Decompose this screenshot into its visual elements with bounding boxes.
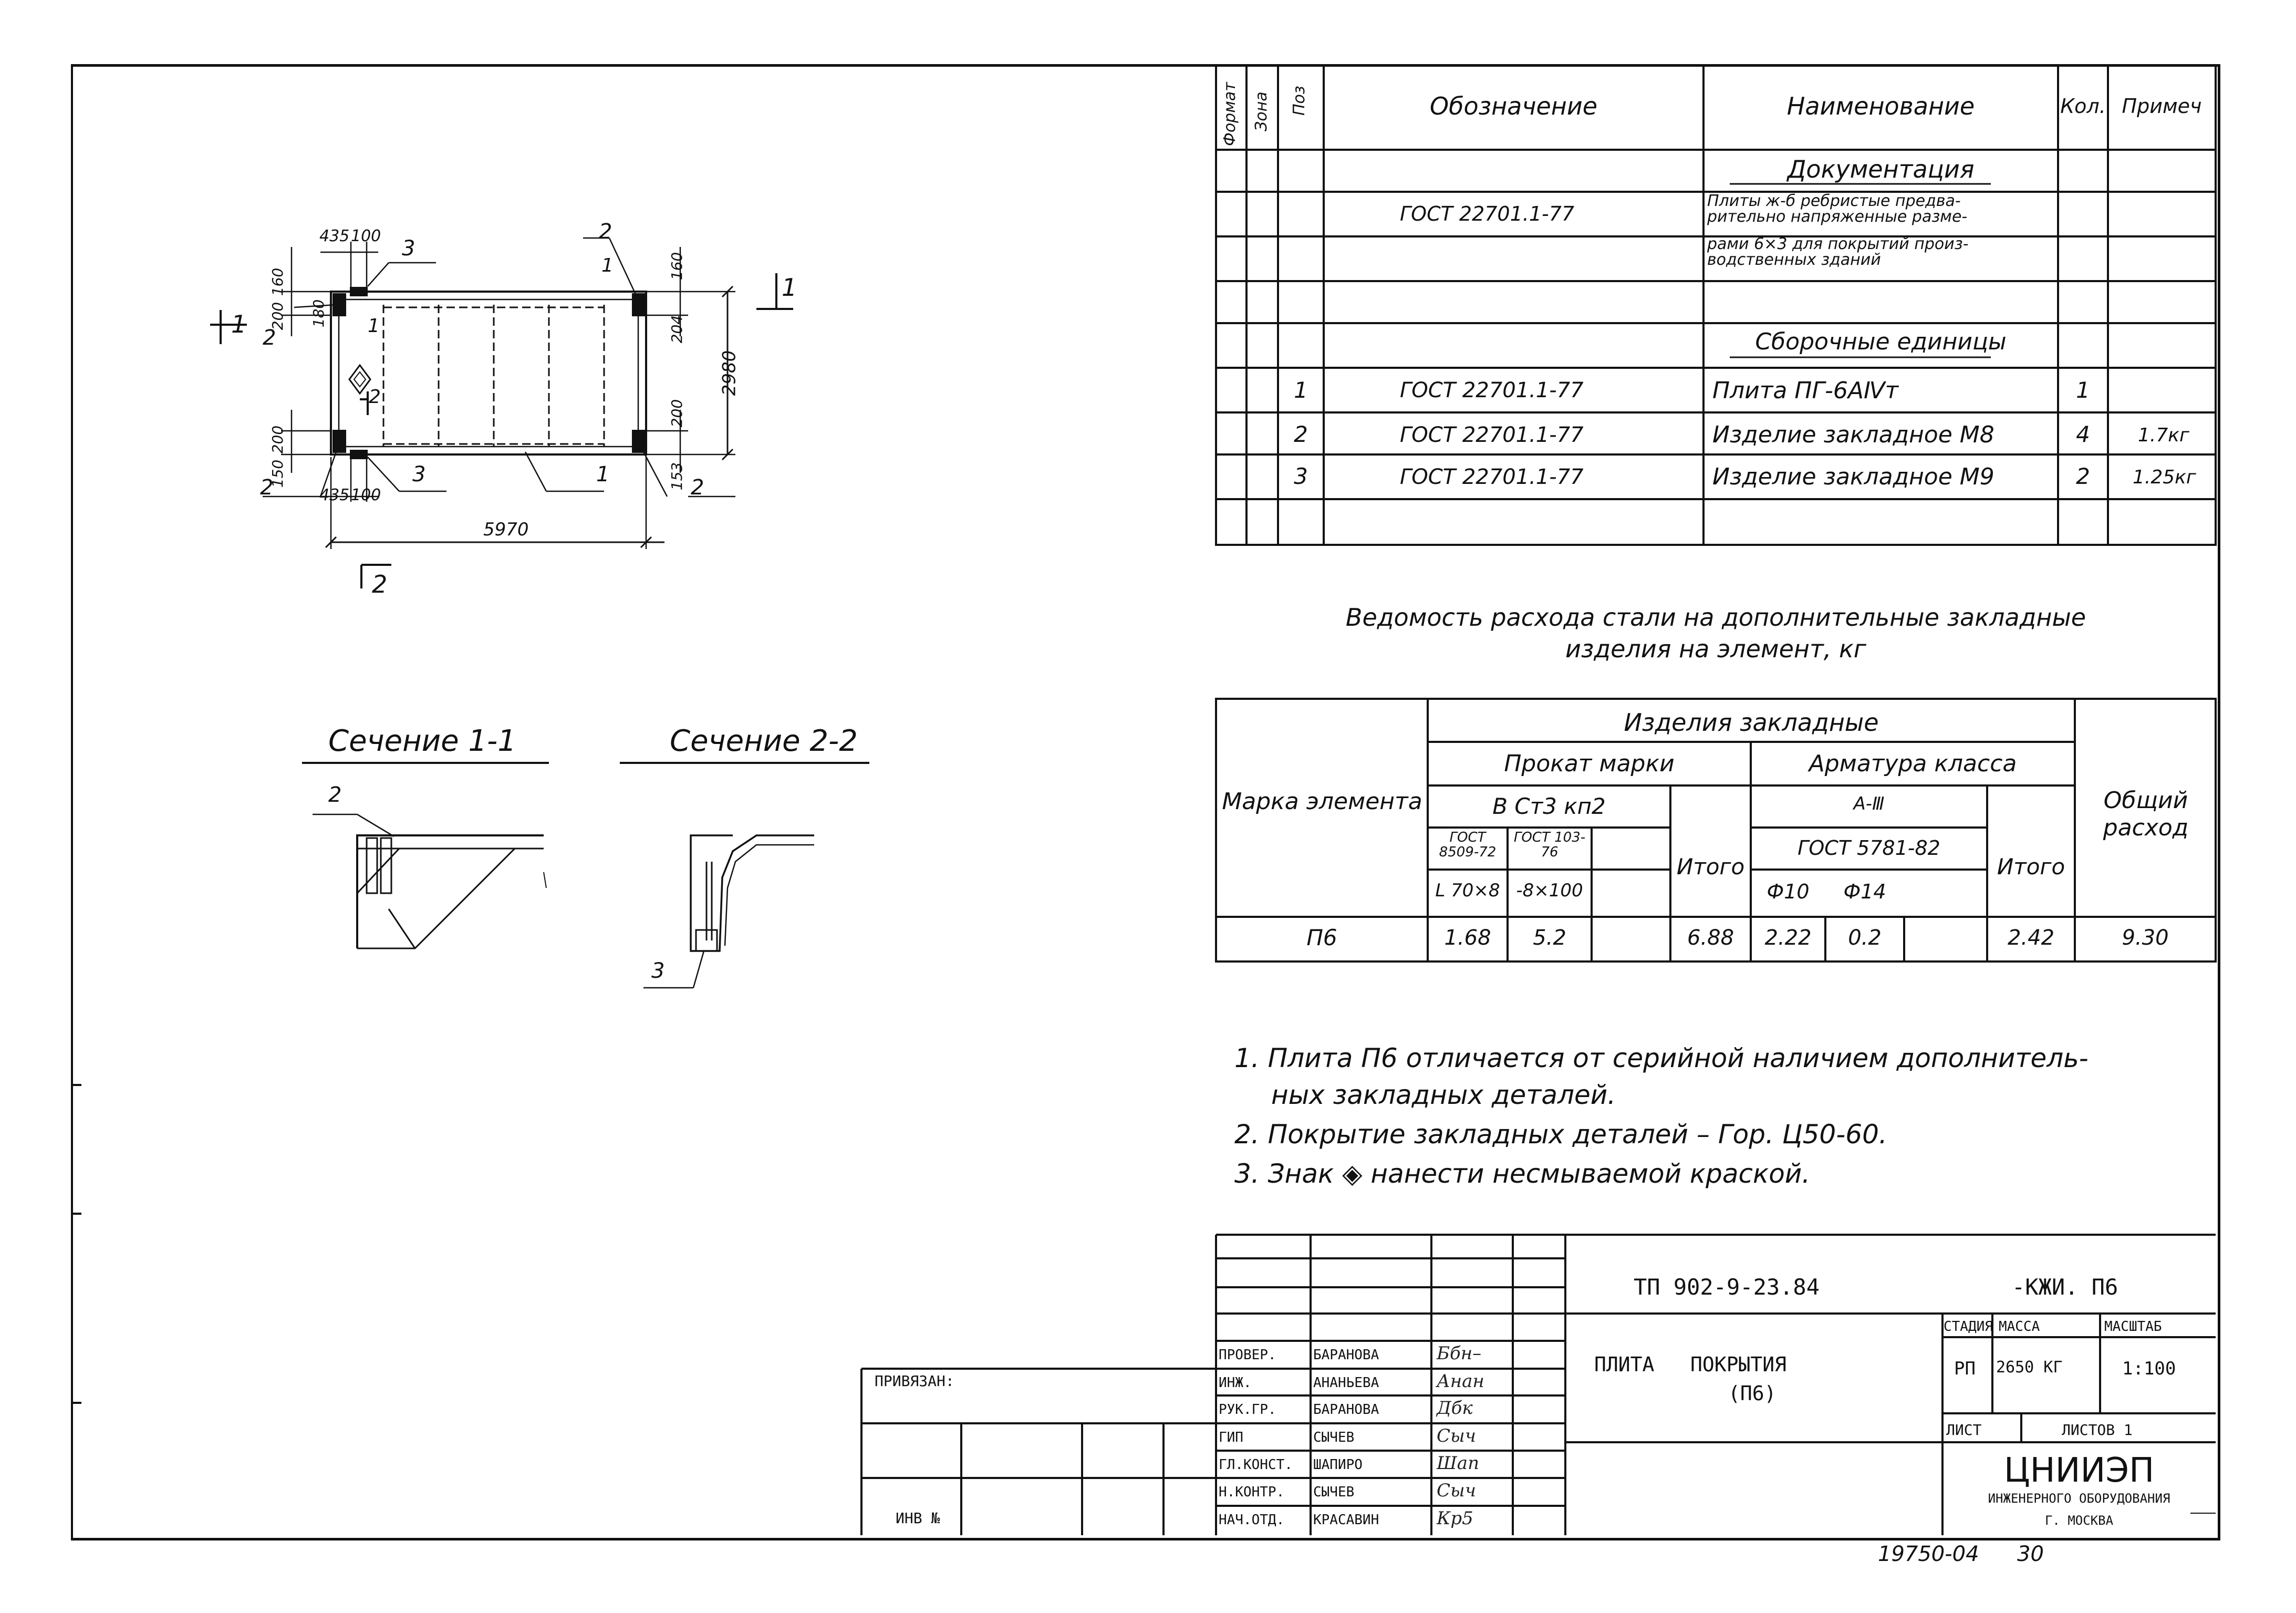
- section-2-title: Сечение 2-2: [670, 724, 858, 758]
- steel-header-d14: Ф14: [1843, 880, 1886, 903]
- steel-header-gost3: ГОСТ 5781-82: [1798, 836, 1940, 860]
- privyazan-label: ПРИВЯЗАН:: [875, 1372, 954, 1390]
- org-name: ЦНИИЭП: [2003, 1451, 2155, 1490]
- cut-2-label-top: 2: [369, 386, 381, 408]
- callout-1-right-top: 1: [601, 255, 614, 276]
- note-1-cont: ных закладных деталей.: [1271, 1080, 1616, 1110]
- dim-160-right: 160: [668, 252, 686, 281]
- steel-header-rebar: Арматура класса: [1809, 750, 2017, 777]
- drawing-frame: [71, 64, 2220, 1540]
- spec-header-note: Примеч: [2122, 95, 2202, 118]
- sheets-header: ЛИСТОВ 1: [2062, 1421, 2133, 1439]
- steel-header-d10: Ф10: [1767, 880, 1810, 903]
- steel-header-gost1: ГОСТ 8509-72: [1439, 830, 1497, 860]
- sheet-header: ЛИСТ: [1946, 1421, 1982, 1439]
- note-3: 3. Знак ◈ нанести несмываемой краской.: [1234, 1159, 1811, 1189]
- dim-200-right: 200: [668, 399, 686, 428]
- spec-header-zone: Зона: [1252, 91, 1271, 131]
- spec-section-assembly: Сборочные единицы: [1755, 328, 2007, 355]
- note-2: 2. Покрытие закладных деталей – Гор. Ц50…: [1234, 1119, 1887, 1150]
- dim-160-left: 160: [269, 267, 287, 296]
- dim-2980: 2980: [719, 350, 740, 396]
- steel-header-items: Изделия закладные: [1624, 708, 1879, 737]
- dim-100-bottom: 100: [351, 486, 381, 504]
- steel-header-l70: L 70×8: [1435, 880, 1500, 901]
- spec-section-docs: Документация: [1787, 155, 1975, 183]
- steel-header-subtotal-1: Итого: [1676, 854, 1745, 880]
- mass-header: МАССА: [1999, 1319, 2040, 1335]
- dim-200-left-bottom: 200: [269, 425, 287, 454]
- steel-header-class: А-Ⅲ: [1853, 793, 1885, 814]
- spec-header-name: Наименование: [1786, 92, 1975, 120]
- archive-number: 19750-04: [1878, 1542, 1979, 1566]
- callout-2-bottom-right: 2: [691, 475, 704, 500]
- note-1: 1. Плита П6 отличается от серийной налич…: [1234, 1043, 2089, 1073]
- dim-435-bottom: 435: [319, 486, 350, 504]
- scale-value: 1:100: [2122, 1358, 2176, 1379]
- steel-header-total: Общий расход: [2103, 787, 2189, 841]
- cut-1-label-left: 1: [231, 310, 247, 338]
- stage-value: РП: [1954, 1358, 1976, 1379]
- stage-header: СТАДИЯ: [1944, 1319, 1993, 1335]
- sheet-title-mark: (П6): [1728, 1382, 1776, 1405]
- dim-5970: 5970: [483, 519, 529, 540]
- org-subtitle: ИНЖЕНЕРНОГО ОБОРУДОВАНИЯ: [1988, 1491, 2170, 1506]
- steel-header-rolled: Прокат марки: [1504, 750, 1675, 777]
- spec-header-designation: Обозначение: [1429, 92, 1598, 120]
- callout-2-left: 2: [263, 326, 276, 350]
- dim-204-right: 204: [668, 315, 686, 344]
- steel-header-grade: В Ст3 кп2: [1492, 793, 1606, 819]
- spec-header-pos: Поз: [1290, 86, 1308, 116]
- steel-header-subtotal-2: Итого: [1997, 854, 2065, 880]
- dim-180: 180: [310, 299, 328, 328]
- callout-3-bottom: 3: [412, 462, 426, 487]
- section-2-callout: 3: [651, 959, 665, 983]
- spec-doc-designation: ГОСТ 22701.1-77: [1400, 202, 1575, 225]
- doc-suffix: -КЖИ. П6: [2012, 1274, 2118, 1300]
- spec-header-format: Формат: [1221, 82, 1239, 146]
- dim-100-top: 100: [351, 227, 381, 245]
- callout-3-top: 3: [402, 236, 415, 261]
- callout-2-top-right: 2: [599, 220, 612, 244]
- steel-title-line1: Ведомость расхода стали на дополнительны…: [1345, 603, 2086, 632]
- section-1-callout: 2: [328, 783, 342, 807]
- mass-value: 2650 КГ: [1996, 1358, 2063, 1377]
- cut-1-label-right: 1: [782, 273, 797, 302]
- steel-header-mark: Марка элемента: [1222, 788, 1422, 815]
- callout-1-left: 1: [368, 315, 380, 337]
- spec-header-qty: Кол.: [2060, 95, 2106, 118]
- sheet-title: ПЛИТА ПОКРЫТИЯ: [1594, 1353, 1787, 1376]
- doc-code: ТП 902-9-23.84: [1634, 1274, 1820, 1300]
- callout-1-bottom: 1: [596, 462, 610, 487]
- callout-2-bottom-left: 2: [260, 475, 274, 500]
- scale-header: МАСШТАБ: [2104, 1319, 2162, 1335]
- steel-title-line2: изделия на элемент, кг: [1565, 635, 1866, 663]
- page-number: 30: [2017, 1542, 2044, 1566]
- dim-435-top: 435: [319, 227, 350, 245]
- org-city: Г. МОСКВА: [2044, 1513, 2114, 1528]
- section-1-title: Сечение 1-1: [328, 724, 516, 758]
- inventory-label: ИНВ №: [896, 1509, 940, 1527]
- steel-header-gost2: ГОСТ 103-76: [1513, 830, 1586, 860]
- spec-doc-name: Плиты ж-б ребристые предва- рительно нап…: [1707, 192, 1969, 269]
- dim-153-right: 153: [668, 462, 686, 491]
- steel-header-strip: -8×100: [1516, 880, 1583, 901]
- cut-2-label-bottom: 2: [372, 570, 388, 598]
